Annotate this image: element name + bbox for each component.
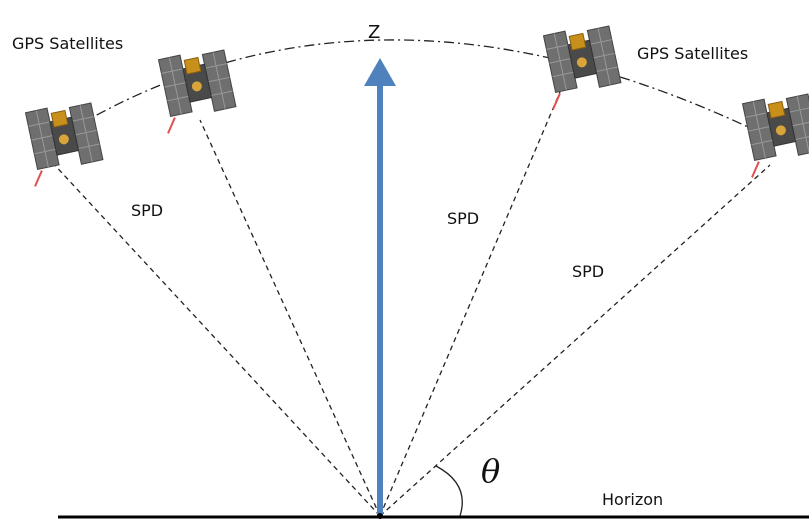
spd-label-2: SPD [447,209,480,228]
satellite-icon [18,98,107,188]
orbit-arc [61,39,786,146]
z-axis-label: Z [368,22,381,43]
horizon-label: Horizon [602,490,664,509]
satellites-label-right: GPS Satellites [637,44,749,63]
spd-label-3: SPD [572,262,605,281]
theta-label: θ [481,452,501,490]
satellite-icon [536,21,625,111]
spd-lines [49,91,771,517]
satellites-label-left: GPS Satellites [12,34,124,53]
angle-arc [435,465,463,517]
receiver-point [377,513,383,519]
spd-line-2 [199,119,381,517]
spd-line-3 [379,91,561,517]
z-axis-arrow [364,58,396,516]
satellite-icon [151,45,240,135]
satellite-icon [735,89,809,179]
spd-line-1 [49,159,381,517]
spd-line-4 [379,164,771,517]
spd-label-1: SPD [131,201,164,220]
